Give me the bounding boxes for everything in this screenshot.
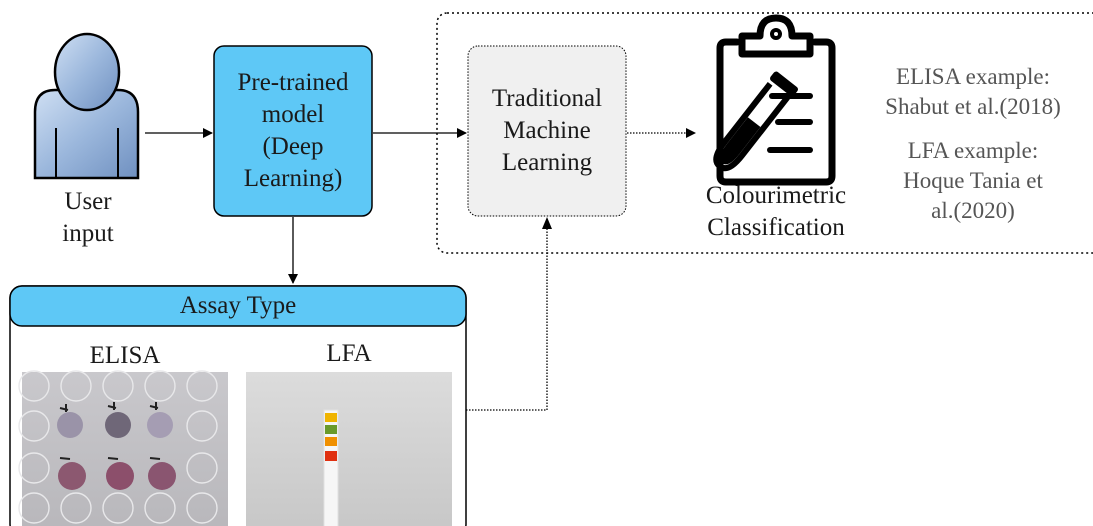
elisa-well [106,462,134,490]
traditional-line2: Machine [503,117,591,144]
assay-type-title: Assay Type [179,292,297,319]
elisa-well [57,412,83,438]
classification-label: Colourimetric Classification [696,180,856,244]
user-icon [33,32,140,180]
traditional-line3: Learning [501,149,593,176]
elisa-ref-line1: ELISA example: [896,64,1050,89]
test-tube-icon [713,71,799,172]
elisa-well [148,462,176,490]
elisa-well [147,412,173,438]
user-label-line1: User [64,188,112,215]
assay-type-header [9,285,467,327]
elisa-label: ELISA [89,342,161,369]
traditional-line1: Traditional [491,85,603,112]
classification-line1: Colourimetric [705,182,847,209]
lfa-pad-yellow [325,413,337,422]
pretrained-line4: Learning) [243,165,343,192]
pretrained-model-label: Pre-trained model (Deep Learning) [214,46,372,216]
elisa-ref-line2: Shabut et al.(2018) [885,94,1061,119]
lfa-strip-image [246,372,452,526]
traditional-ml-box [467,45,627,217]
elisa-plate-image [18,370,228,526]
arrowhead-up [542,217,552,229]
pretrained-line1: Pre-trained [237,69,349,96]
traditional-ml-label: Traditional Machine Learning [468,46,626,216]
user-label-line2: input [62,220,114,247]
lfa-ref-line2: Hoque Tania et [903,168,1043,193]
classification-line2: Classification [707,214,845,241]
elisa-well [58,462,86,490]
lfa-ref-line1: LFA example: [907,138,1039,163]
user-input-label: User input [40,186,136,250]
elisa-well [105,412,131,438]
connector-assay-to-ml [466,220,548,411]
lfa-reference: LFA example: Hoque Tania et al.(2020) [858,136,1088,226]
lfa-pad-red [325,451,337,461]
lfa-ref-line3: al.(2020) [931,198,1015,223]
pretrained-line2: model [261,101,325,128]
pretrained-model-box [213,45,373,217]
lfa-pad-green [325,425,337,434]
lfa-label: LFA [326,340,372,367]
elisa-reference: ELISA example: Shabut et al.(2018) [858,62,1088,122]
pretrained-line3: (Deep [262,133,324,160]
lfa-pad-orange [325,437,337,446]
